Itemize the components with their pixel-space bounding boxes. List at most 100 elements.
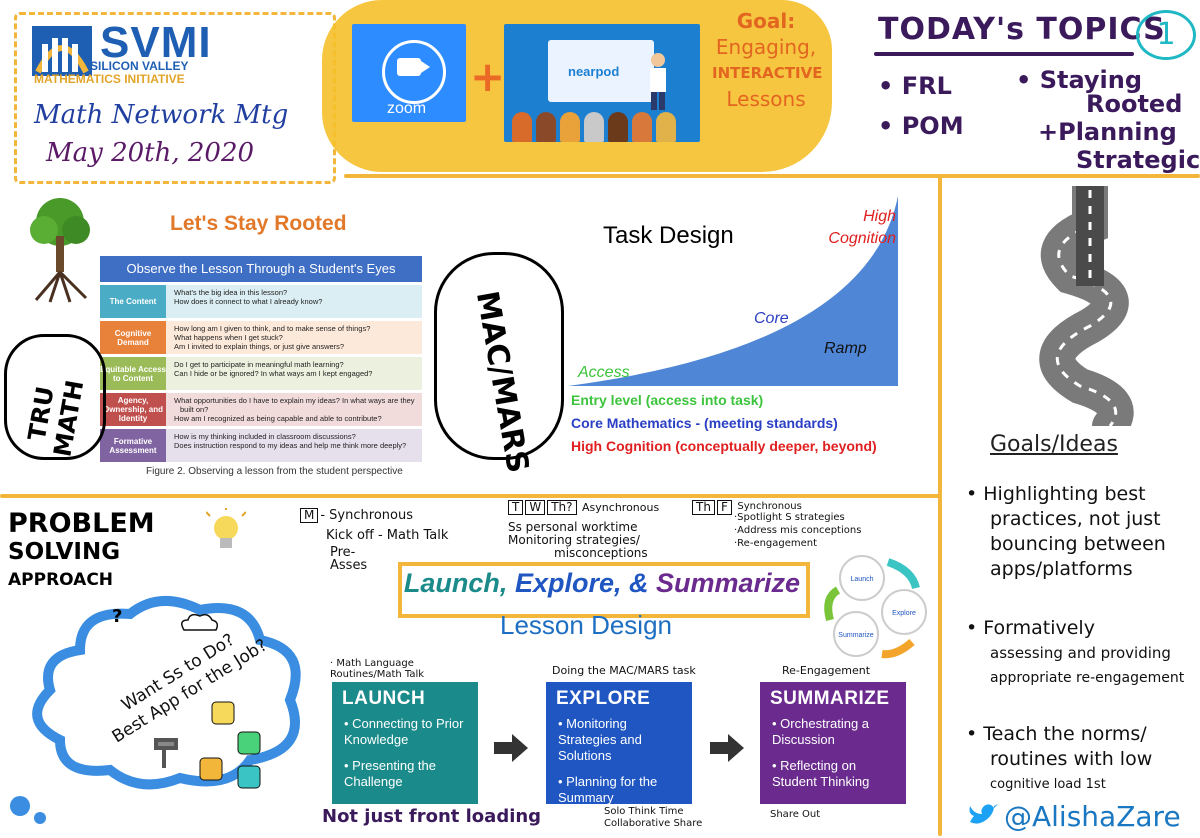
audience-person-icon [656, 112, 676, 142]
legend-high: High Cognition (conceptually deeper, bey… [571, 438, 877, 454]
audience-person-icon [512, 112, 532, 142]
core-label: Core [754, 310, 789, 327]
summarize-title: SUMMARIZE [770, 688, 890, 709]
divider [938, 176, 942, 836]
launch-note: · Math Language Routines/Math Talk [330, 658, 425, 680]
monday-note: M- Synchronous Kick off - Math Talk Pre-… [300, 508, 448, 572]
hammer-icon [154, 738, 178, 768]
table-questions: What opportunities do I have to explain … [166, 393, 422, 426]
topics-underline [874, 52, 1134, 56]
audience-person-icon [632, 112, 652, 142]
topic-item: • FRL [878, 72, 952, 100]
goal-idea: • Formatively assessing and providing ap… [966, 617, 1185, 686]
high-cognition-label: High Cognition [828, 208, 896, 247]
page-number: 1 [1136, 10, 1196, 60]
audience-person-icon [560, 112, 580, 142]
table-category: Cognitive Demand [100, 321, 166, 354]
goal-idea: • Teach the norms/ routines with low cog… [966, 723, 1153, 792]
table-question: What's the big idea in this lesson? [174, 288, 288, 297]
audience-person-icon [584, 112, 604, 142]
question-mark: ? [112, 606, 123, 627]
explore-note: Doing the MAC/MARS task [552, 664, 696, 677]
divider [344, 174, 1200, 178]
table-category: Formative Assessment [100, 429, 166, 462]
tru-math-bubble [4, 334, 106, 460]
app-icon [237, 731, 261, 755]
meeting-title: Math Network Mtg [34, 100, 289, 130]
launch-item: • Presenting the Challenge [344, 758, 436, 789]
table-question: Do I get to participate in meaningful ma… [174, 360, 344, 369]
table-question: Can I hide or be ignored? In what ways a… [174, 369, 373, 378]
explore-item: • Monitoring Strategies and Solutions [558, 716, 642, 763]
table-questions: How is my thinking included in classroom… [166, 429, 422, 462]
topic-item: • Staying [1016, 66, 1143, 94]
table-question: How long am I given to think, and to mak… [174, 324, 371, 333]
legend-entry: Entry level (access into task) [571, 392, 764, 408]
les-cycle-diagram: Launch Explore Summarize [824, 555, 927, 659]
camera-icon [397, 58, 421, 76]
table-question: How does it connect to what I already kn… [174, 297, 323, 306]
twitter-handle: @AlishaZare [1004, 800, 1181, 833]
twitter-icon [969, 804, 998, 824]
arrow-right-icon [494, 734, 528, 762]
task-design-curve [568, 196, 898, 386]
tree-icon [30, 198, 90, 303]
les-title: Launch, Explore, & Summarize [403, 568, 801, 598]
app-icon [199, 757, 223, 781]
lesson-design-title: Lesson Design [500, 610, 672, 640]
summarize-item: • Orchestrating a Discussion [772, 716, 870, 747]
table-category: Equitable Access to Content [100, 357, 166, 390]
explore-phase: EXPLORE • Monitoring Strategies and Solu… [546, 682, 692, 805]
table-row: Equitable Access to Content Do I get to p… [100, 357, 422, 390]
app-icon [237, 765, 261, 789]
launch-item: • Connecting to Prior Knowledge [344, 716, 464, 747]
legend-core: Core Mathematics - (meeting standards) [571, 415, 838, 431]
topic-item: • POM [878, 112, 964, 140]
nearpod-label: nearpod [568, 64, 620, 79]
cycle-summarize: Summarize [838, 632, 874, 639]
svmi-logo-icon [32, 26, 92, 76]
table-question: Am I invited to explain things, or just … [174, 342, 345, 351]
table-row: Agency, Ownership, and Identity What oppo… [100, 393, 422, 426]
cycle-explore: Explore [892, 610, 916, 617]
cycle-launch: Launch [851, 576, 874, 583]
topics-title: TODAY's TOPICS [878, 12, 1166, 47]
share-out-note: Share Out [770, 809, 821, 820]
explore-item: • Planning for the Summary [558, 774, 658, 805]
bubble-dot [34, 812, 46, 824]
goal-text: Goal: Engaging, INTERACTIVE Lessons [712, 9, 823, 111]
summarize-phase: SUMMARIZE • Orchestrating a Discussion •… [760, 682, 906, 804]
table-header: Observe the Lesson Through a Student's E… [100, 256, 422, 282]
front-loading-note: Not just front loading [322, 806, 542, 827]
table-row: Cognitive Demand How long am I given to t… [100, 321, 422, 354]
summarize-item: • Reflecting on Student Thinking [772, 758, 870, 789]
logo-name: SVMI [100, 18, 212, 67]
table-category: Agency, Ownership, and Identity [100, 393, 166, 426]
goals-ideas-title: Goals/Ideas [990, 432, 1118, 457]
camera-lens-icon [421, 61, 430, 73]
table-question: Does instruction respond to my ideas and… [174, 441, 407, 450]
audience-person-icon [608, 112, 628, 142]
teacher-icon [650, 53, 666, 110]
zoom-label: zoom [387, 100, 427, 117]
lightbulb-icon [206, 508, 246, 548]
explore-title: EXPLORE [556, 688, 651, 709]
summarize-note: Re-Engagement [782, 664, 871, 677]
mac-mars-bubble [434, 252, 564, 460]
task-design-title: Task Design [603, 222, 734, 249]
table-category: The Content [100, 285, 166, 318]
stay-rooted-title: Let's Stay Rooted [170, 212, 347, 235]
table-questions: Do I get to participate in meaningful ma… [166, 357, 422, 390]
launch-phase: LAUNCH • Connecting to Prior Knowledge •… [332, 682, 478, 804]
audience-person-icon [536, 112, 556, 142]
table-questions: What's the big idea in this lesson?How d… [166, 285, 422, 318]
plus-sign: + [470, 52, 506, 101]
small-cloud-icon [181, 613, 219, 631]
table-question: What opportunities do I have to explain … [174, 396, 415, 414]
road-icon [1039, 186, 1134, 426]
meeting-date: May 20th, 2020 [46, 138, 255, 168]
access-label: Access [578, 364, 630, 381]
